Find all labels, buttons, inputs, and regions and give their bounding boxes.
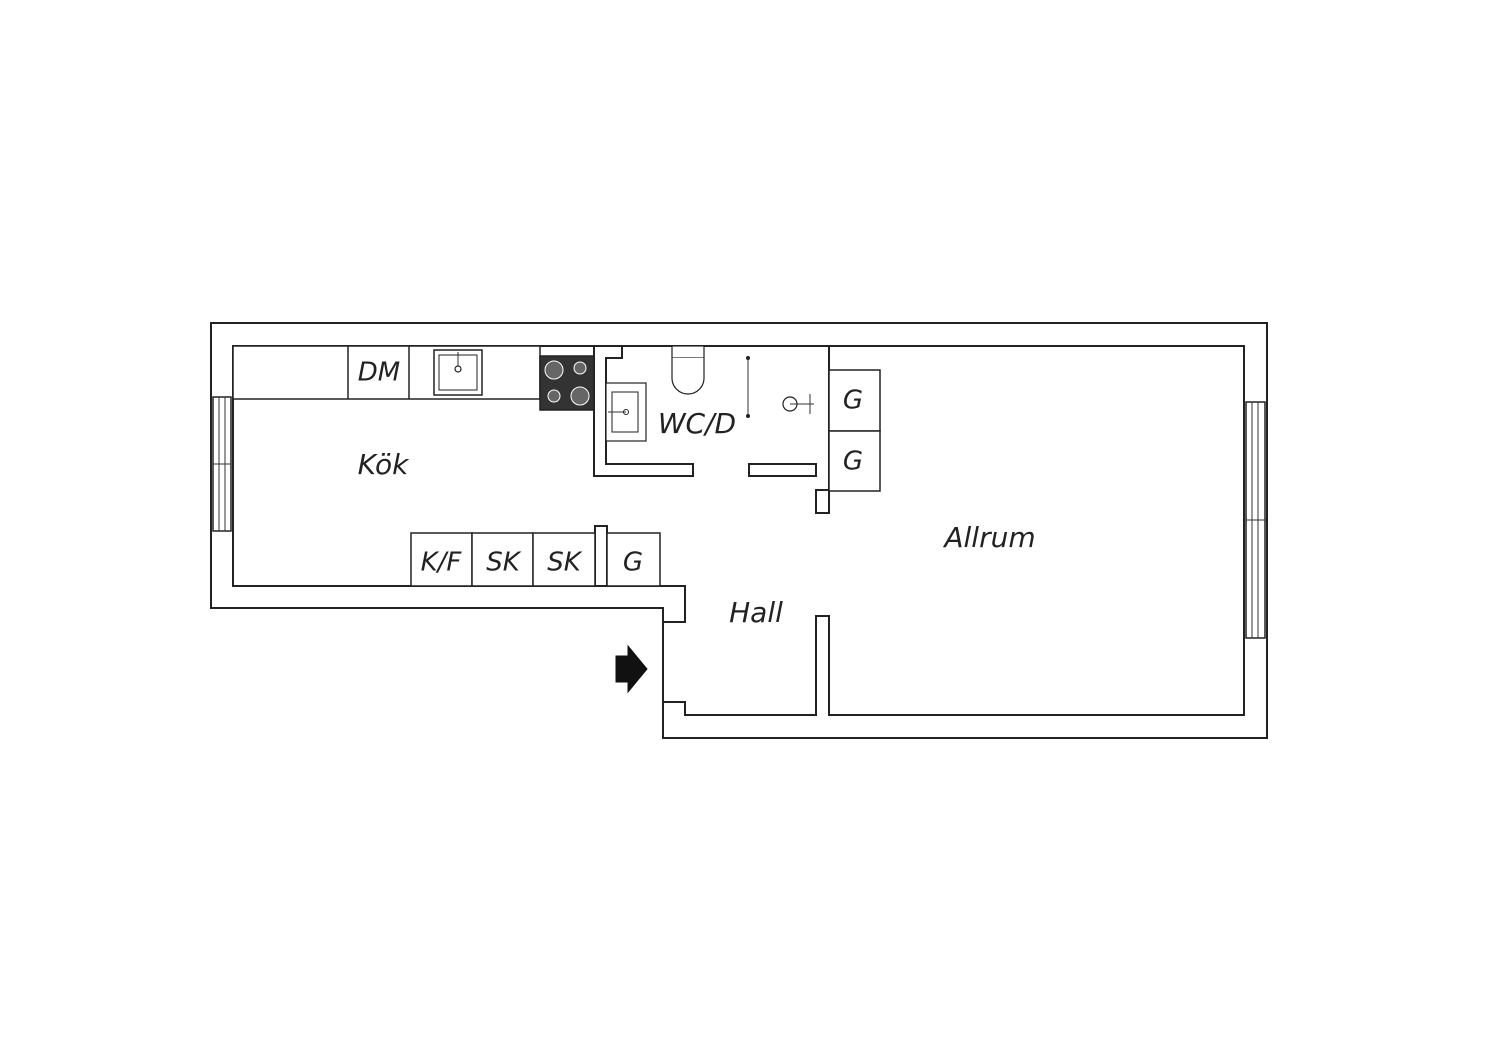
window-living	[1245, 401, 1266, 639]
fixture-label-fridge-freezer: K/F	[421, 548, 463, 578]
fixture-label-wardrobe-1: G	[843, 386, 863, 416]
wash-basin-icon	[605, 382, 647, 442]
bathroom-wall-right	[748, 463, 817, 477]
kitchen-sink-icon	[433, 349, 483, 396]
room-label-living: Allrum	[942, 521, 1035, 554]
entrance-arrow-icon	[615, 644, 648, 694]
stove-icon	[539, 355, 595, 411]
fixture-label-cabinet-2: SK	[547, 548, 583, 578]
fixture-label-wardrobe-2: G	[843, 447, 863, 477]
kitchen-wall-stub	[594, 525, 608, 587]
room-label-kitchen: Kök	[358, 448, 410, 481]
fixture-label-wardrobe-kitchen: G	[623, 548, 643, 578]
room-label-bathroom: WC/D	[658, 407, 736, 440]
room-label-hall: Hall	[729, 596, 783, 629]
toilet-icon	[671, 345, 705, 395]
wardrobe-stack	[828, 369, 881, 492]
kitchen-lower-cabinets	[410, 532, 661, 587]
window-kitchen	[212, 396, 232, 532]
shower-icon	[746, 356, 814, 418]
fixture-label-cabinet-1: SK	[486, 548, 522, 578]
exterior-wall	[210, 322, 1268, 739]
fixture-label-dishwasher: DM	[358, 358, 400, 388]
